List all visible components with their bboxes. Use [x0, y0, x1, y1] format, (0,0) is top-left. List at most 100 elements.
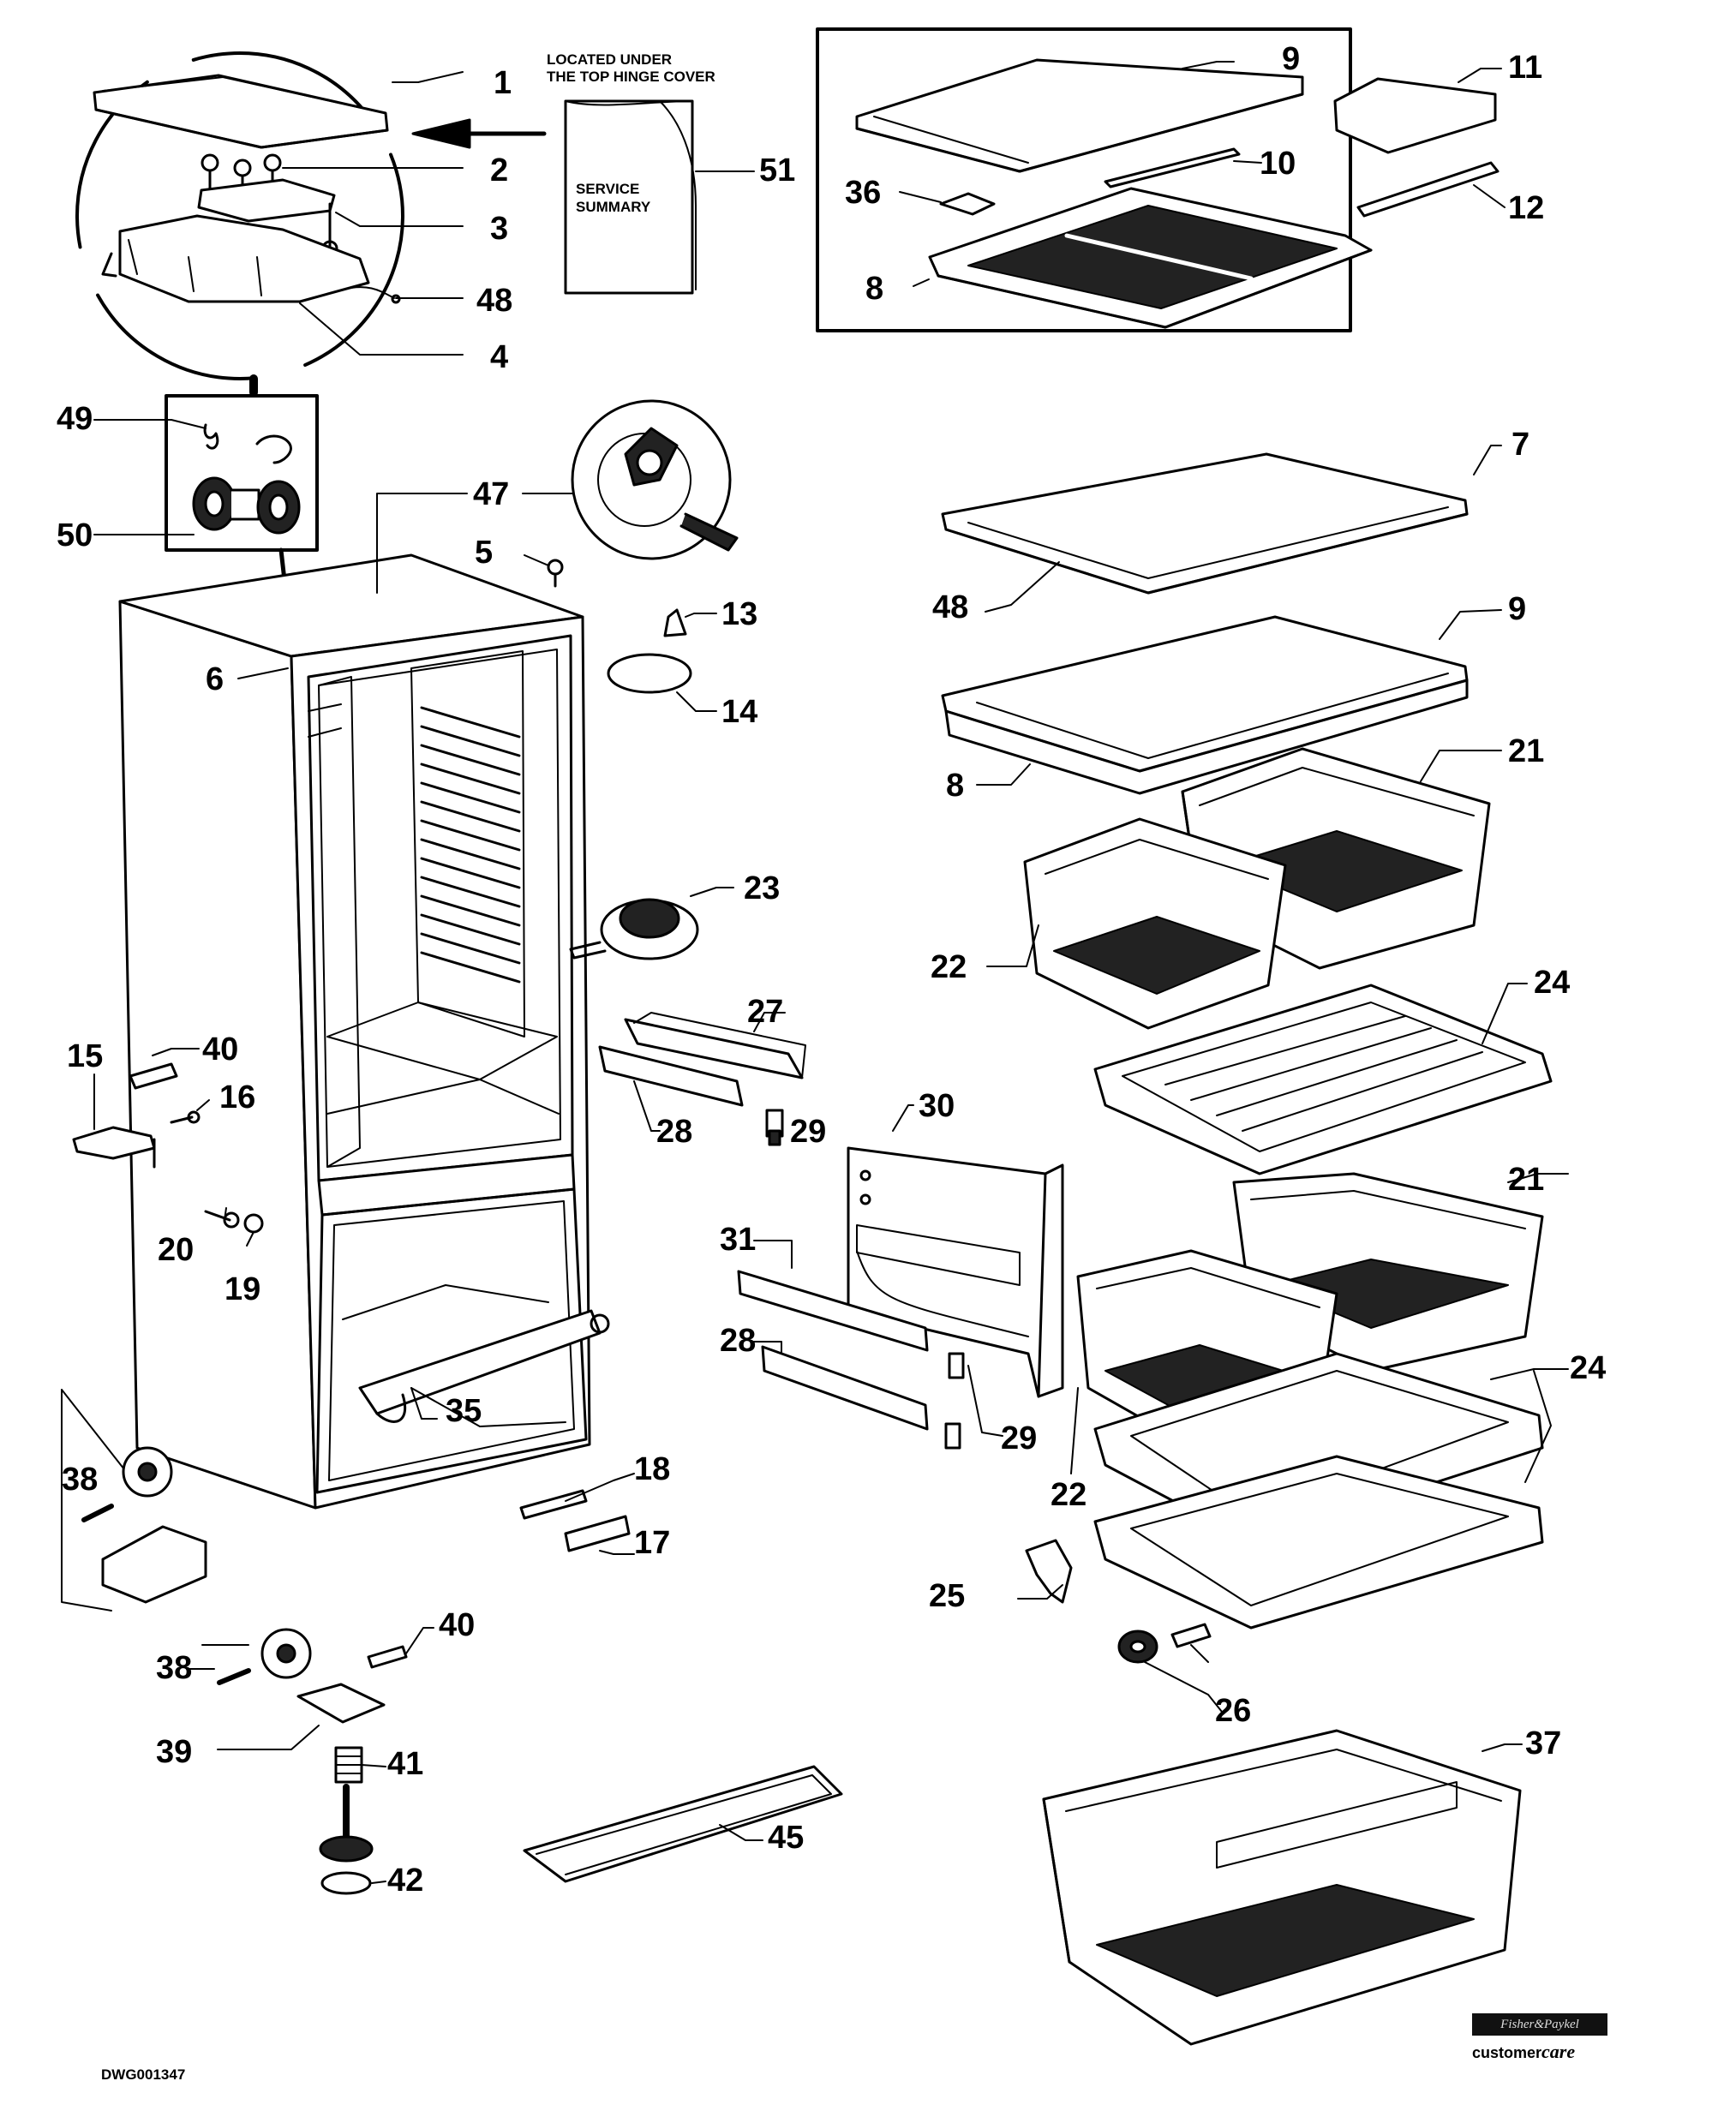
callout-4: 4	[490, 339, 509, 375]
gasket-part-45	[523, 1765, 843, 1883]
callout-29-lower: 29	[1001, 1420, 1038, 1456]
callout-42: 42	[387, 1863, 424, 1899]
rail-part-28b	[761, 1345, 929, 1431]
glass-shelf-part-7	[941, 452, 1469, 595]
rail-part-31	[737, 1270, 929, 1352]
brand-logo: Fisher&Paykel	[1472, 2013, 1607, 2036]
callout-2: 2	[490, 152, 509, 188]
shelf-assembly-box	[816, 27, 1352, 332]
screw-part-16	[170, 1110, 201, 1124]
callout-7: 7	[1512, 427, 1530, 463]
clip-part-49	[203, 423, 219, 450]
callout-11: 11	[1508, 50, 1543, 86]
hinge-detail-circle	[75, 51, 404, 380]
callout-29-upper: 29	[790, 1114, 827, 1150]
customer-care-logo: customercare	[1472, 2041, 1576, 2062]
clip-part-36	[939, 192, 996, 216]
rear-vent-slats	[420, 706, 521, 984]
callout-28-upper: 28	[656, 1114, 693, 1150]
service-summary-label: SERVICE SUMMARY	[576, 181, 651, 216]
callout-49: 49	[57, 401, 93, 437]
shelf-grille	[967, 205, 1338, 309]
callout-13: 13	[721, 596, 758, 632]
hinge-location-note: LOCATED UNDER THE TOP HINGE COVER	[547, 51, 715, 86]
callout-30: 30	[919, 1088, 955, 1124]
screw-part-5	[547, 559, 564, 588]
rail-part-28a	[598, 1045, 744, 1107]
trim-part-18	[519, 1489, 588, 1520]
washer-part-40b	[367, 1645, 408, 1669]
wheel-housing	[101, 1525, 207, 1604]
callout-48-top: 48	[476, 283, 513, 319]
callout-16: 16	[219, 1079, 256, 1115]
callout-21-lower: 21	[1508, 1162, 1545, 1198]
rail-part-12	[1356, 161, 1500, 218]
callout-24-lower: 24	[1570, 1350, 1607, 1386]
callout-3: 3	[490, 211, 509, 247]
callout-50: 50	[57, 517, 93, 553]
tray-part-24c	[1093, 1455, 1544, 1630]
callout-21-upper: 21	[1508, 733, 1545, 769]
callout-38-lower: 38	[156, 1650, 193, 1686]
callout-5: 5	[475, 535, 494, 571]
callout-17: 17	[634, 1525, 671, 1561]
callout-47: 47	[473, 476, 510, 512]
hinge-part-3	[197, 178, 336, 223]
callout-22-upper: 22	[931, 949, 967, 985]
callout-8-shelf: 8	[946, 768, 965, 804]
callout-24-upper: 24	[1534, 965, 1571, 1001]
fan-detail-part-47	[571, 399, 739, 560]
callout-38-upper: 38	[62, 1462, 99, 1498]
switch-part-25	[1025, 1539, 1073, 1604]
bracket-part-39	[296, 1683, 386, 1724]
callout-18: 18	[634, 1451, 671, 1487]
bushing-part-41	[334, 1746, 363, 1784]
callout-27: 27	[747, 994, 784, 1030]
top-hinge-detail	[75, 51, 404, 397]
lamp-part-26	[1117, 1623, 1212, 1664]
callout-10: 10	[1260, 146, 1296, 182]
callout-39: 39	[156, 1734, 193, 1770]
wheel-part-38a	[81, 1446, 173, 1522]
clip-part-29a	[765, 1109, 784, 1146]
water-connector-box	[165, 394, 319, 552]
shelf-trim-part-10	[1104, 147, 1241, 188]
callout-45: 45	[768, 1820, 805, 1856]
callout-35: 35	[446, 1393, 482, 1429]
callout-51: 51	[759, 152, 796, 188]
callout-22-lower: 22	[1051, 1477, 1087, 1513]
fan-motor-part-23	[569, 898, 699, 960]
callout-9-top: 9	[1282, 41, 1301, 77]
callout-28-lower: 28	[720, 1323, 757, 1359]
crisper-bin-upper-part-22	[1023, 817, 1287, 1030]
callout-1: 1	[494, 65, 512, 101]
service-summary-sheet-part-51	[564, 99, 697, 295]
callout-48-shelf: 48	[932, 589, 969, 625]
callout-40-lower: 40	[439, 1607, 476, 1643]
callout-41: 41	[387, 1746, 424, 1782]
trim-part-17	[564, 1515, 631, 1552]
callout-14: 14	[721, 694, 758, 730]
callout-15: 15	[67, 1038, 104, 1074]
callout-12: 12	[1508, 190, 1545, 226]
callout-9-shelf: 9	[1508, 591, 1527, 627]
callout-19: 19	[224, 1271, 261, 1307]
bracket-part-11	[1333, 77, 1497, 154]
glass-shelf-part-9b	[941, 615, 1469, 773]
callout-6: 6	[206, 661, 224, 697]
wheel-part-38b	[217, 1628, 312, 1685]
callout-36: 36	[845, 175, 882, 211]
wheel-bracket-outline	[61, 1389, 131, 1612]
callout-40-left: 40	[202, 1032, 239, 1067]
callout-25: 25	[929, 1578, 966, 1614]
leader-lines	[93, 61, 1569, 1884]
callout-23: 23	[744, 870, 781, 906]
connector-part-50	[192, 476, 301, 535]
hinge-bracket-part-4	[118, 214, 370, 303]
disc-part-14	[607, 653, 692, 694]
freezer-basket-part-37	[1042, 1729, 1522, 2046]
callout-26: 26	[1215, 1693, 1252, 1729]
cabinet-front	[290, 615, 591, 1510]
refrigerator-cabinet	[118, 553, 610, 1510]
